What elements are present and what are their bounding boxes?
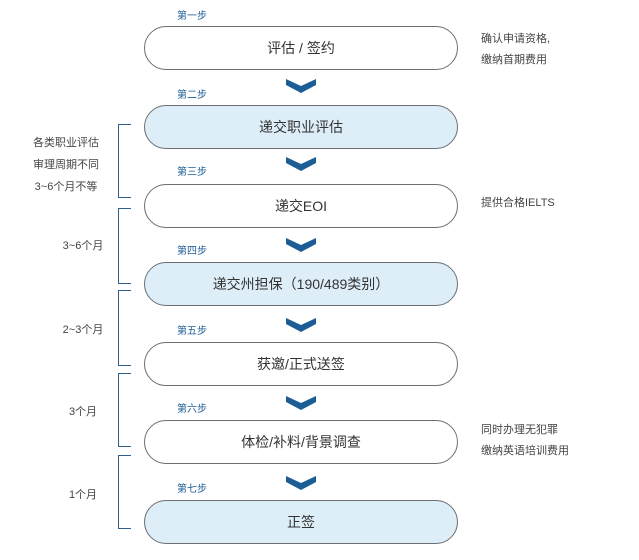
step-1-note-line-1: 确认申请资格, [481,33,551,45]
step-7-label: 第七步 [177,484,207,495]
duration-label-1-line-3: 3~6个月不等 [34,181,98,193]
step-2-text: 递交职业评估 [259,119,343,135]
step-4-text: 递交州担保（190/489类别） [212,276,390,292]
step-1-text: 评估 / 签约 [267,40,335,56]
chevron-down-icon [286,157,316,171]
step-3-note: 提供合格IELTS [481,193,555,214]
chevron-down-icon [286,396,316,410]
step-4-box: 递交州担保（190/489类别） [144,262,458,306]
duration-bracket-3 [118,290,131,366]
duration-label-1: 各类职业评估 审理周期不同 3~6个月不等 [20,132,112,198]
duration-label-4: 3个月 [68,406,98,418]
chevron-down-icon [286,318,316,332]
step-3-label: 第三步 [177,167,207,178]
step-1-note: 确认申请资格, 缴纳首期费用 [481,29,550,71]
step-5-box: 获邀/正式送签 [144,342,458,386]
duration-bracket-4 [118,373,131,447]
step-1-label: 第一步 [177,11,207,22]
chevron-down-icon [286,476,316,490]
duration-label-2: 3~6个月 [62,240,104,252]
chevron-down-icon [286,238,316,252]
duration-bracket-5 [118,455,131,529]
step-6-note: 同时办理无犯罪 缴纳英语培训费用 [481,420,569,462]
step-4-label: 第四步 [177,246,207,257]
step-5-label: 第五步 [177,326,207,337]
step-7-text: 正签 [287,514,315,530]
step-2-label: 第二步 [177,90,207,101]
step-3-box: 递交EOI [144,184,458,228]
step-3-note-line-1: 提供合格IELTS [481,197,555,209]
step-6-text: 体检/补料/背景调查 [241,434,361,450]
step-1-note-line-2: 缴纳首期费用 [481,54,547,66]
step-5-text: 获邀/正式送签 [257,356,345,372]
step-1-box: 评估 / 签约 [144,26,458,70]
step-6-note-line-1: 同时办理无犯罪 [481,424,558,436]
step-6-note-line-2: 缴纳英语培训费用 [481,445,569,457]
duration-label-1-line-1: 各类职业评估 [33,137,99,149]
step-2-box: 递交职业评估 [144,105,458,149]
duration-label-1-line-2: 审理周期不同 [33,159,99,171]
duration-bracket-1 [118,124,131,198]
duration-bracket-2 [118,208,131,284]
step-6-box: 体检/补料/背景调查 [144,420,458,464]
duration-label-3: 2~3个月 [62,324,104,336]
duration-label-5: 1个月 [68,489,98,501]
step-7-box: 正签 [144,500,458,544]
chevron-down-icon [286,79,316,93]
step-6-label: 第六步 [177,404,207,415]
step-3-text: 递交EOI [274,198,328,214]
